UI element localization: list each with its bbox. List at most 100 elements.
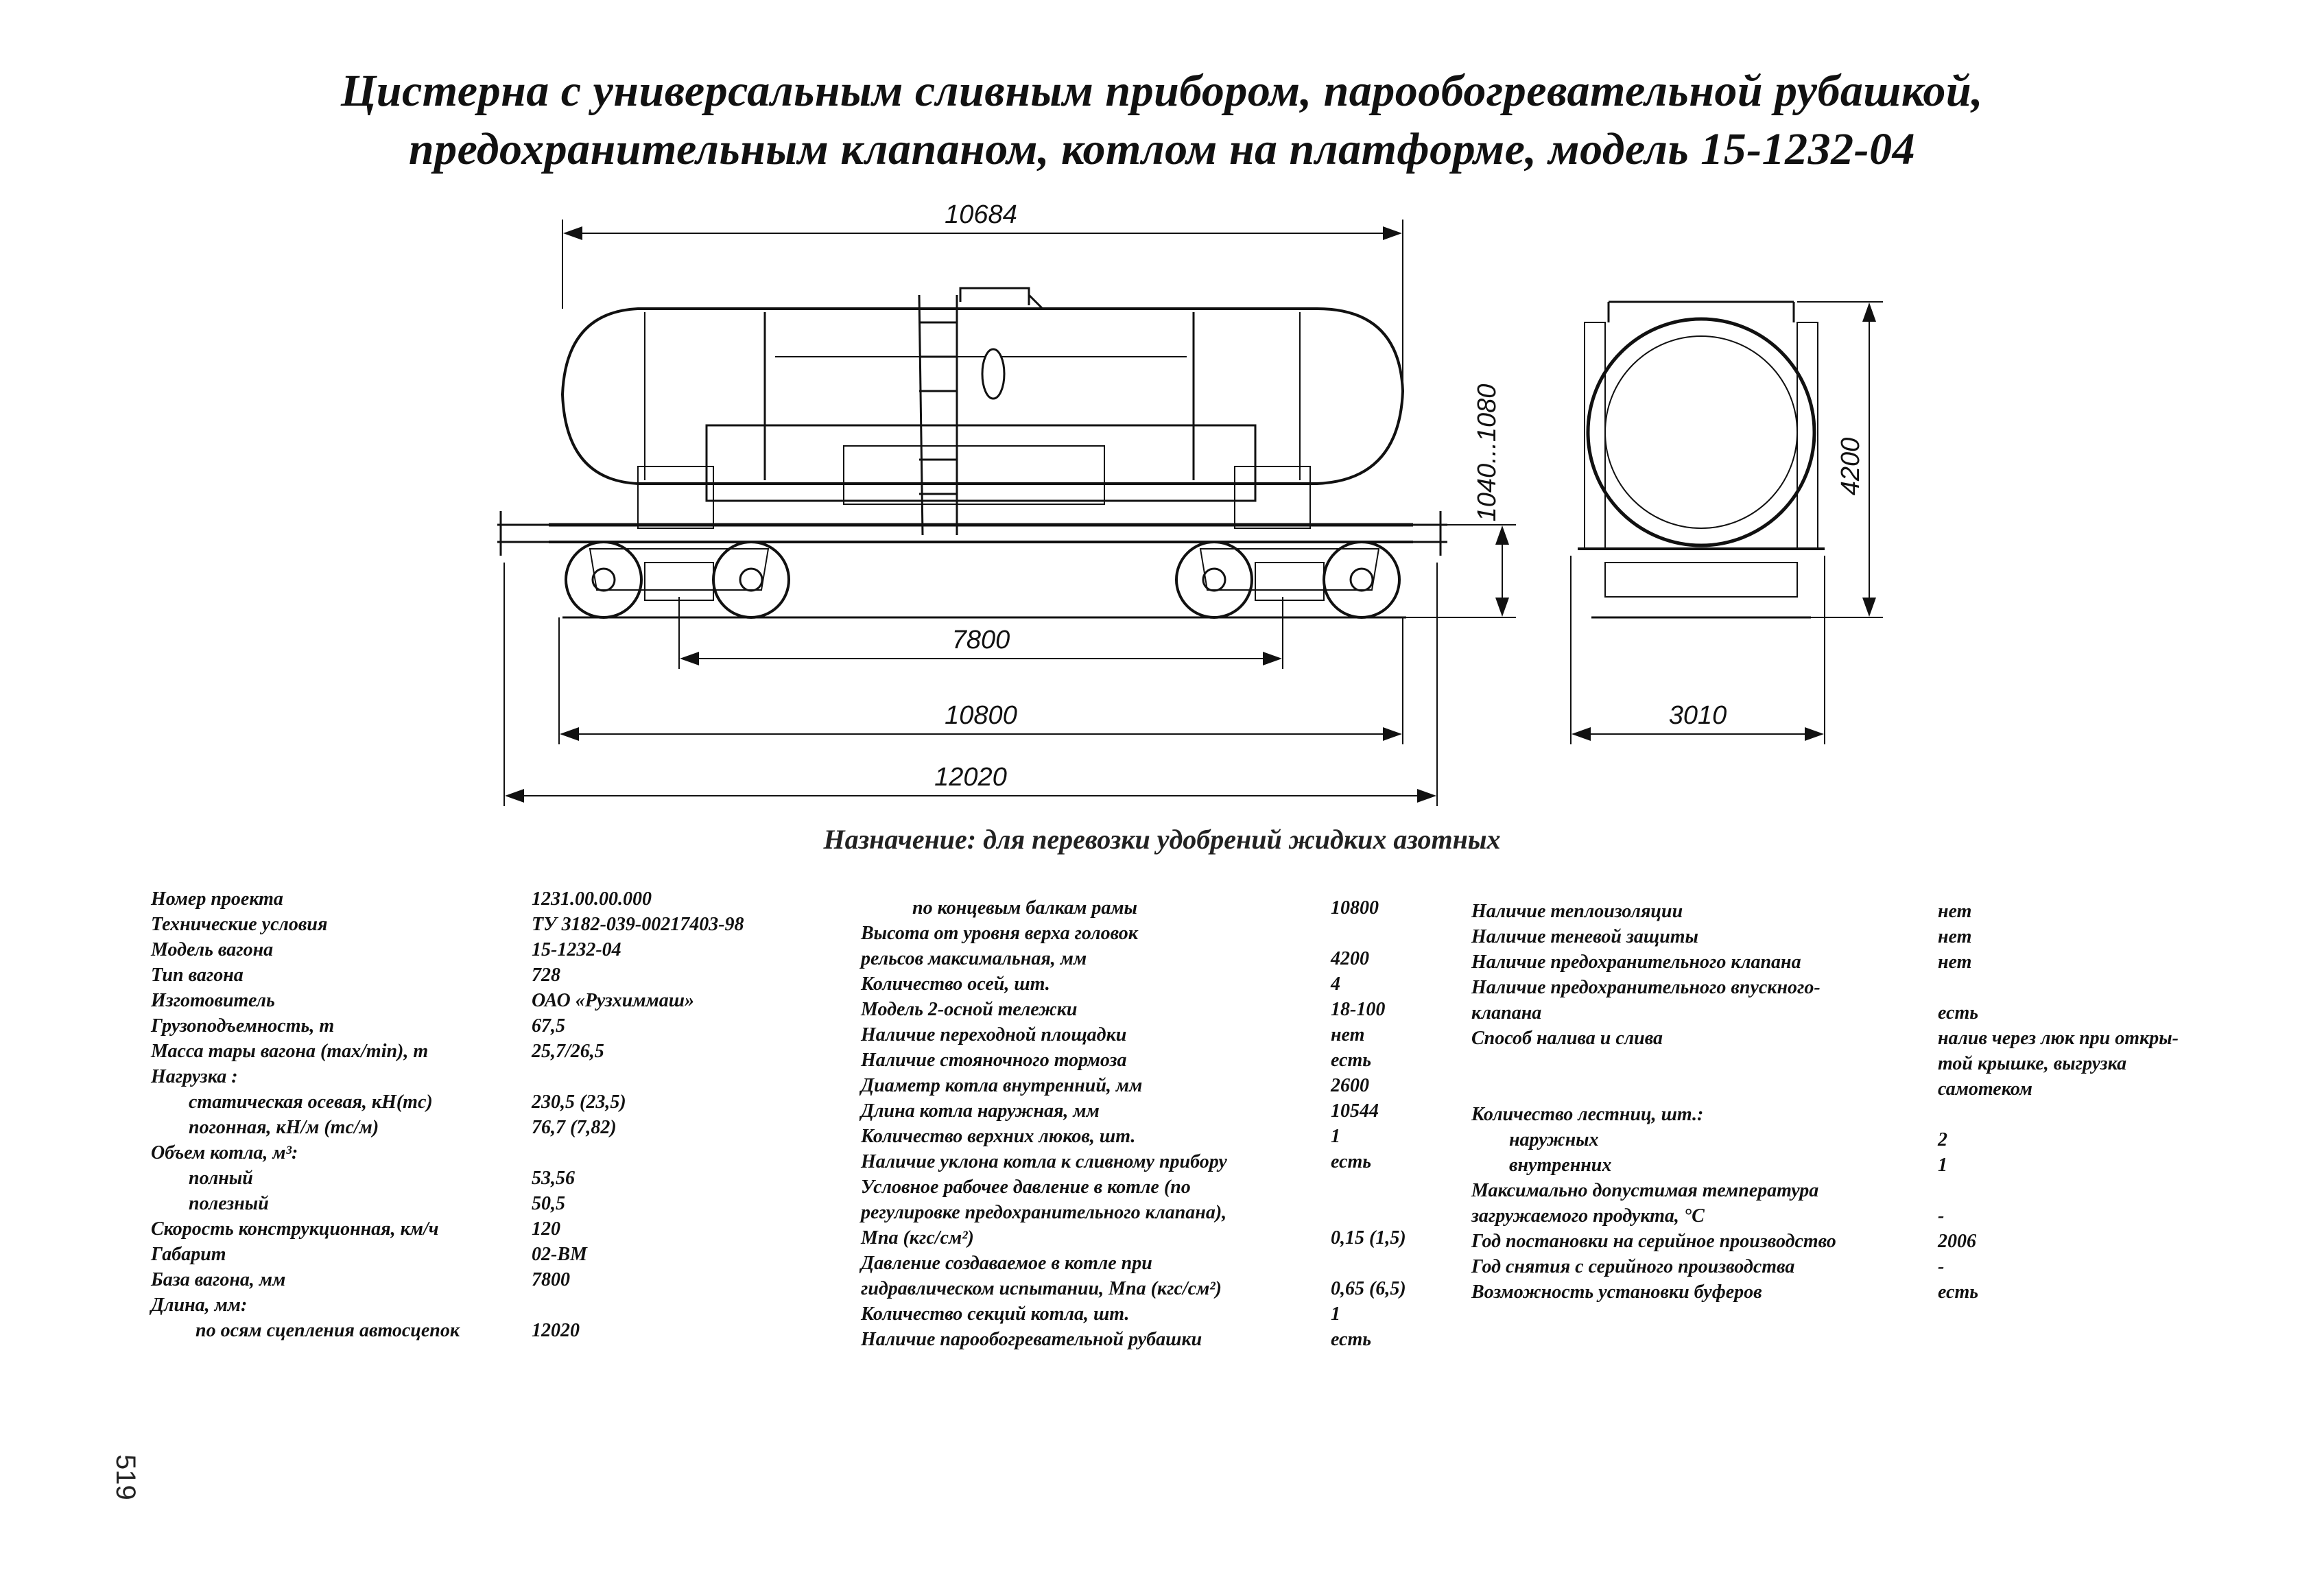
- spec-value: 0,65 (6,5): [1331, 1278, 1406, 1299]
- spec-value: 53,56: [532, 1168, 575, 1189]
- spec-label: Длина, мм:: [151, 1295, 248, 1316]
- spec-label: по осям сцепления автосцепок: [195, 1320, 460, 1341]
- spec-label: загружаемого продукта, °С: [1471, 1205, 1705, 1227]
- spec-label: Количество секций котла, шт.: [861, 1303, 1130, 1325]
- spec-label: Нагрузка :: [151, 1066, 238, 1087]
- spec-label: клапана: [1471, 1002, 1542, 1024]
- dim-width: 3010: [1669, 701, 1727, 730]
- spec-value: ТУ 3182-039-00217403-98: [532, 914, 744, 935]
- spec-value: 1: [1331, 1126, 1340, 1147]
- title-line-2: предохранительным клапаном, котлом на пл…: [408, 124, 1916, 174]
- dim-10800: 10800: [945, 701, 1017, 730]
- spec-label: Наличие уклона котла к сливному прибору: [861, 1151, 1227, 1172]
- spec-value: -: [1938, 1256, 1945, 1277]
- spec-value: есть: [1938, 1002, 1979, 1024]
- spec-label: Объем котла, м³:: [151, 1142, 298, 1163]
- spec-value: нет: [1331, 1024, 1365, 1045]
- spec-value: 2006: [1938, 1231, 1976, 1252]
- dim-12020: 12020: [934, 763, 1007, 792]
- spec-value: 120: [532, 1218, 560, 1240]
- tank-car-drawing: 10684 7800 10800 12020 1040...1080 4200 …: [497, 200, 1883, 806]
- spec-value: 2: [1938, 1129, 1947, 1150]
- spec-label: рельсов максимальная, мм: [861, 948, 1087, 969]
- spec-value: есть: [1331, 1151, 1372, 1172]
- spec-value: 67,5: [532, 1015, 565, 1037]
- spec-label: Масса тары вагона (max/min), т: [151, 1041, 429, 1062]
- spec-label: Технические условия: [151, 914, 328, 935]
- spec-label: Номер проекта: [151, 888, 283, 910]
- spec-label: Год постановки на серийное производство: [1471, 1231, 1836, 1252]
- spec-label: Наличие теплоизоляции: [1471, 901, 1683, 922]
- spec-label: Высота от уровня верха головок: [861, 923, 1138, 944]
- spec-value: 1: [1331, 1303, 1340, 1325]
- spec-label: погонная, кН/м (тс/м): [189, 1117, 379, 1138]
- spec-value: нет: [1938, 952, 1972, 973]
- spec-label: Наличие теневой защиты: [1471, 926, 1698, 947]
- spec-label: Давление создаваемое в котле при: [861, 1253, 1152, 1274]
- spec-label: полезный: [189, 1193, 269, 1214]
- spec-label: Количество верхних люков, шт.: [861, 1126, 1136, 1147]
- title-line-1: Цистерна с универсальным сливным приборо…: [340, 66, 1984, 116]
- dimension-lines: [503, 220, 1883, 806]
- spec-label: Год снятия с серийного производства: [1471, 1256, 1795, 1277]
- spec-value: 4: [1331, 973, 1340, 995]
- spec-value: 10544: [1331, 1100, 1379, 1122]
- spec-value: 02-ВМ: [532, 1244, 587, 1265]
- spec-value: 230,5 (23,5): [532, 1091, 626, 1113]
- spec-value: той крышке, выгрузка: [1938, 1053, 2127, 1074]
- spec-value: 50,5: [532, 1193, 565, 1214]
- spec-value: 15-1232-04: [532, 939, 621, 960]
- spec-value: 18-100: [1331, 999, 1386, 1020]
- page-number: 519: [110, 1454, 141, 1500]
- spec-label: Длина котла наружная, мм: [861, 1100, 1100, 1122]
- spec-label: Диаметр котла внутренний, мм: [861, 1075, 1143, 1096]
- spec-label: полный: [189, 1168, 253, 1189]
- spec-value: 1: [1938, 1155, 1947, 1176]
- spec-value: есть: [1938, 1281, 1979, 1303]
- end-view: [1578, 300, 1825, 619]
- spec-label: Грузоподъемность, т: [151, 1015, 335, 1037]
- spec-value: 0,15 (1,5): [1331, 1227, 1406, 1249]
- spec-value: есть: [1331, 1050, 1372, 1071]
- side-view: [497, 287, 1447, 619]
- spec-value: 728: [532, 965, 560, 986]
- spec-label: Габарит: [151, 1244, 226, 1265]
- spec-label: внутренних: [1509, 1155, 1612, 1176]
- spec-label: Условное рабочее давление в котле (по: [861, 1177, 1191, 1198]
- spec-value: нет: [1938, 901, 1972, 922]
- spec-value: 4200: [1331, 948, 1369, 969]
- dim-7800: 7800: [952, 626, 1010, 654]
- spec-label: Наличие предохранительного клапана: [1471, 952, 1801, 973]
- spec-value: 12020: [532, 1320, 580, 1341]
- spec-value: 10800: [1331, 897, 1379, 919]
- spec-label: Максимально допустимая температура: [1471, 1180, 1819, 1201]
- dim-axle-height: 1040...1080: [1473, 384, 1502, 522]
- spec-label: Изготовитель: [151, 990, 275, 1011]
- spec-label: Тип вагона: [151, 965, 244, 986]
- spec-label: Способ налива и слива: [1471, 1028, 1663, 1049]
- spec-value: 25,7/26,5: [532, 1041, 604, 1062]
- spec-label: База вагона, мм: [151, 1269, 286, 1290]
- spec-label: Наличие стояночного тормоза: [861, 1050, 1127, 1071]
- spec-label: по концевым балкам рамы: [912, 897, 1137, 919]
- spec-value: 1231.00.00.000: [532, 888, 652, 910]
- spec-value: 7800: [532, 1269, 570, 1290]
- spec-label: статическая осевая, кН(тс): [189, 1091, 433, 1113]
- spec-value: самотеком: [1938, 1078, 2032, 1100]
- spec-value: ОАО «Рузхиммаш»: [532, 990, 695, 1011]
- spec-value: есть: [1331, 1329, 1372, 1350]
- purpose-line: Назначение: для перевозки удобрений жидк…: [823, 824, 1501, 855]
- spec-label: Модель 2-осной тележки: [861, 999, 1078, 1020]
- spec-value: налив через люк при откры-: [1938, 1028, 2179, 1049]
- spec-label: Скорость конструкционная, км/ч: [151, 1218, 439, 1240]
- spec-value: 76,7 (7,82): [532, 1117, 617, 1138]
- dim-10684: 10684: [945, 200, 1017, 229]
- spec-label: наружных: [1509, 1129, 1599, 1150]
- spec-label: Наличие парообогревательной рубашки: [861, 1329, 1202, 1350]
- dim-height: 4200: [1836, 438, 1865, 496]
- spec-label: регулировке предохранительного клапана),: [861, 1202, 1227, 1223]
- spec-label: Возможность установки буферов: [1471, 1281, 1762, 1303]
